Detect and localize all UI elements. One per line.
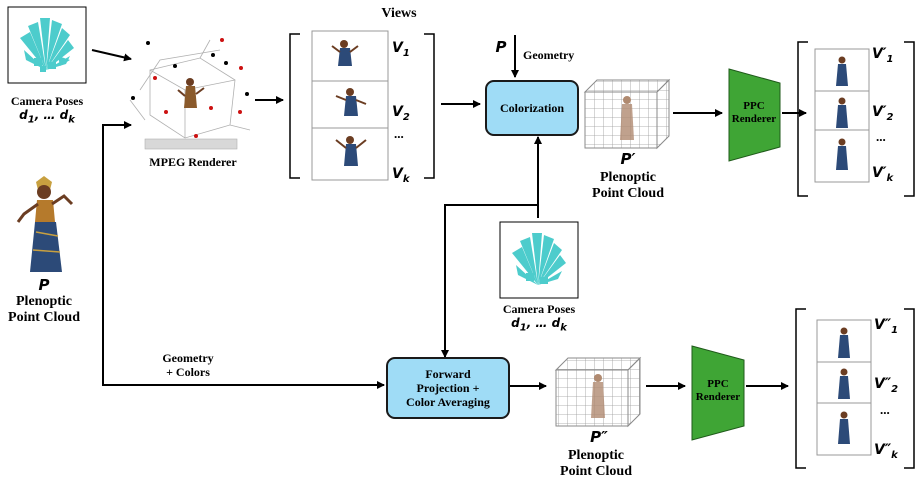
ppc-prime-label: Plenoptic Point Cloud bbox=[592, 170, 664, 201]
out-double-prime-label-1: V″1 bbox=[874, 317, 899, 336]
forward-projection-box: Forward Projection + Color Averaging bbox=[386, 357, 510, 419]
output-stack-prime bbox=[797, 41, 915, 197]
mpeg-renderer-image bbox=[129, 38, 251, 150]
geometry-input-symbol: P bbox=[495, 38, 507, 56]
out-double-prime-label-2: V″2 bbox=[874, 376, 899, 395]
arrow-poses-to-mpeg bbox=[91, 49, 132, 62]
out-double-prime-label-k: V″k bbox=[874, 442, 898, 461]
camera-poses-image-top bbox=[7, 6, 87, 84]
source-label: Plenoptic Point Cloud bbox=[8, 294, 80, 325]
plenoptic-point-cloud-double-prime bbox=[554, 356, 642, 428]
view-ellipsis: ... bbox=[394, 126, 404, 141]
output-stack-double-prime bbox=[795, 308, 915, 469]
views-title: Views bbox=[381, 6, 417, 21]
view-stack-top bbox=[289, 30, 435, 181]
ppc-renderer-bottom-shape bbox=[691, 345, 745, 441]
arrow-source-to-forward bbox=[102, 290, 385, 389]
ppc-double-prime-symbol: P″ bbox=[590, 428, 608, 446]
view-label-1: V1 bbox=[392, 40, 410, 59]
dancer-figure-source bbox=[16, 176, 74, 272]
ppc-prime-symbol: P′ bbox=[620, 150, 636, 168]
forward-projection-label: Forward Projection + Color Averaging bbox=[406, 367, 490, 409]
out-prime-label-1: V′1 bbox=[872, 46, 894, 65]
source-symbol: P bbox=[38, 276, 50, 294]
ppc-renderer-bottom-label: PPC Renderer bbox=[695, 378, 741, 403]
out-double-prime-ellipsis: ... bbox=[880, 402, 890, 417]
ppc-renderer-top-shape bbox=[728, 68, 781, 162]
colorization-box: Colorization bbox=[485, 80, 579, 136]
ppc-double-prime-label: Plenoptic Point Cloud bbox=[560, 448, 632, 479]
view-label-2: V2 bbox=[392, 104, 410, 123]
plenoptic-point-cloud-prime bbox=[583, 78, 671, 150]
camera-poses-image-middle bbox=[499, 221, 579, 299]
camera-poses-label-middle: Camera Poses d1, … dk bbox=[502, 302, 576, 334]
colorization-label: Colorization bbox=[500, 101, 564, 115]
ppc-renderer-top-label: PPC Renderer bbox=[731, 100, 777, 125]
arrow-poses-to-forward bbox=[441, 204, 538, 358]
out-prime-label-2: V′2 bbox=[872, 104, 894, 123]
view-label-k: Vk bbox=[392, 166, 410, 185]
geometry-colors-label: Geometry + Colors bbox=[162, 351, 214, 379]
out-prime-label-k: V′k bbox=[872, 165, 894, 184]
out-prime-ellipsis: ... bbox=[876, 129, 886, 144]
arrow-source-to-mpeg bbox=[102, 121, 132, 290]
connector-arrows bbox=[91, 35, 807, 390]
camera-poses-label-top: Camera Poses d1, … dk bbox=[10, 94, 84, 126]
mpeg-renderer-label: MPEG Renderer bbox=[149, 155, 237, 169]
dancer-figure-small bbox=[177, 78, 205, 108]
geometry-label: Geometry bbox=[523, 48, 575, 62]
